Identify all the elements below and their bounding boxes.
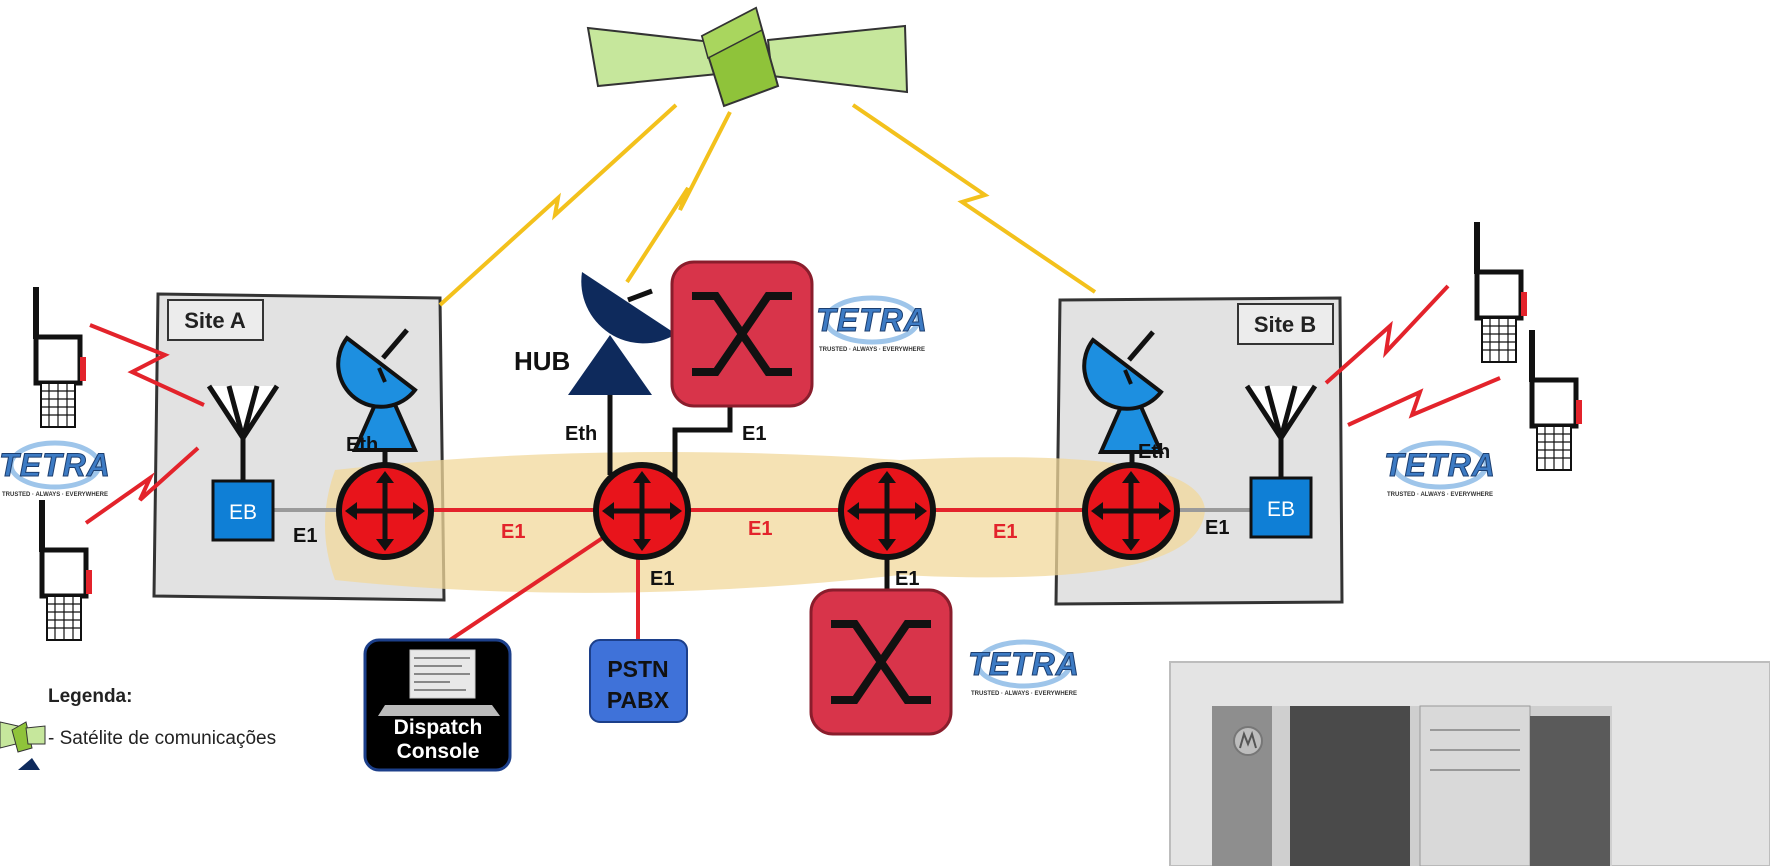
router-middle-icon bbox=[841, 465, 933, 557]
site-b-label: Site B bbox=[1254, 312, 1316, 337]
label-eth-hub: Eth bbox=[565, 423, 597, 445]
pstn-pabx-box: PSTN PABX bbox=[589, 639, 688, 723]
dispatch-line1: Dispatch bbox=[394, 716, 483, 739]
router-site-a-icon bbox=[339, 465, 431, 557]
label-e1-hub-router3: E1 bbox=[748, 518, 772, 540]
label-e1-a-hub: E1 bbox=[501, 521, 525, 543]
legend-satellite-icon bbox=[0, 721, 46, 753]
tetra-logo-site-b: TETRA TRUSTED · ALWAYS · EVERYWHERE bbox=[1384, 440, 1496, 498]
equipment-photo bbox=[1169, 661, 1770, 866]
label-e1-lower-switch: E1 bbox=[895, 568, 919, 590]
label-e1-eb-b: E1 bbox=[1205, 517, 1229, 539]
dispatch-link bbox=[448, 531, 612, 642]
backbone-highlight bbox=[325, 452, 1205, 593]
router-site-b-icon bbox=[1085, 465, 1177, 557]
svg-text:TRUSTED · ALWAYS · EVERYWHERE: TRUSTED · ALWAYS · EVERYWHERE bbox=[819, 347, 925, 353]
hub-label: HUB bbox=[514, 346, 570, 376]
radio-link-site-b-top bbox=[1324, 284, 1450, 385]
svg-text:TRUSTED · ALWAYS · EVERYWHERE: TRUSTED · ALWAYS · EVERYWHERE bbox=[1387, 492, 1493, 498]
label-e1-pstn: E1 bbox=[650, 568, 674, 590]
switch-top-icon bbox=[672, 262, 812, 406]
svg-text:TRUSTED · ALWAYS · EVERYWHERE: TRUSTED · ALWAYS · EVERYWHERE bbox=[2, 492, 108, 498]
label-eth-site-a: Eth bbox=[346, 434, 378, 456]
satellite-link-hub bbox=[625, 111, 732, 284]
svg-text:TETRA: TETRA bbox=[1384, 447, 1496, 483]
tetra-logo-top: TETRA TRUSTED · ALWAYS · EVERYWHERE bbox=[816, 295, 928, 353]
eb-site-a bbox=[211, 479, 275, 542]
radio-link-site-a-bottom bbox=[84, 446, 200, 525]
radio-link-site-a-top bbox=[89, 323, 205, 407]
legend-dish-icon bbox=[18, 758, 40, 770]
satellite-icon bbox=[586, 6, 909, 108]
site-a-label-box bbox=[167, 299, 264, 341]
svg-text:TETRA: TETRA bbox=[0, 447, 111, 483]
router-hub-icon bbox=[596, 465, 688, 557]
label-e1-eb-a: E1 bbox=[293, 525, 317, 547]
dispatch-console: Dispatch Console bbox=[363, 638, 512, 772]
svg-text:TRUSTED · ALWAYS · EVERYWHERE: TRUSTED · ALWAYS · EVERYWHERE bbox=[971, 691, 1077, 697]
pstn-line2: PABX bbox=[607, 687, 670, 713]
hub-dish-icon bbox=[568, 272, 676, 395]
label-e1-hub-switch: E1 bbox=[742, 423, 766, 445]
tetra-logo-bottom: TETRA TRUSTED · ALWAYS · EVERYWHERE bbox=[968, 639, 1080, 697]
site-a-label: Site A bbox=[184, 308, 246, 333]
svg-text:TETRA: TETRA bbox=[968, 646, 1080, 682]
radio-terminal-b1-icon bbox=[1477, 222, 1527, 362]
eb-site-a-label: EB bbox=[229, 501, 257, 524]
svg-text:TETRA: TETRA bbox=[816, 302, 928, 338]
eb-site-b bbox=[1249, 476, 1313, 539]
manufacturer-logo-icon bbox=[1233, 726, 1263, 756]
eb-site-b-label: EB bbox=[1267, 498, 1295, 521]
satellite-link-site-a bbox=[438, 103, 678, 307]
e1-link-hub-switch bbox=[672, 400, 733, 478]
radio-terminal-a1-icon bbox=[36, 287, 86, 427]
switch-bottom-icon bbox=[811, 590, 951, 734]
legend-item-satellite: - Satélite de comunicações bbox=[48, 728, 276, 749]
satellite-link-site-b bbox=[851, 103, 1097, 294]
legend-title: Legenda: bbox=[48, 686, 132, 707]
dispatch-line2: Console bbox=[397, 740, 480, 763]
radio-terminal-a2-icon bbox=[42, 500, 92, 640]
site-b-label-box bbox=[1237, 303, 1334, 345]
label-eth-site-b: Eth bbox=[1138, 441, 1170, 463]
label-e1-router3-b: E1 bbox=[993, 521, 1017, 543]
pstn-line1: PSTN bbox=[607, 656, 668, 682]
radio-terminal-b2-icon bbox=[1532, 330, 1582, 470]
tetra-logo-site-a: TETRA TRUSTED · ALWAYS · EVERYWHERE bbox=[0, 440, 111, 498]
radio-link-site-b-bottom bbox=[1347, 376, 1501, 427]
